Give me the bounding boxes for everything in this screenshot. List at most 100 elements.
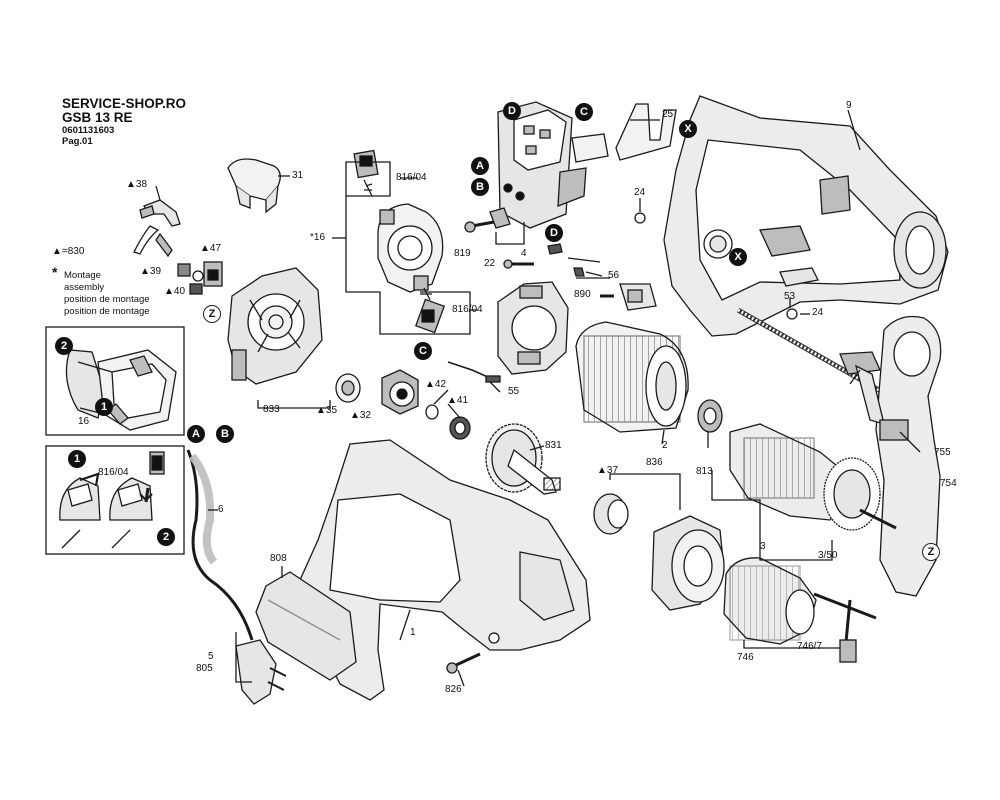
label-41: ▲41 bbox=[447, 395, 469, 406]
connector-z-right: Z bbox=[922, 543, 940, 561]
label-2: 2 bbox=[662, 440, 668, 451]
connector-x-top: X bbox=[679, 120, 697, 138]
cap-31 bbox=[227, 158, 281, 201]
label-32: ▲32 bbox=[350, 410, 372, 421]
connector-d-top: D bbox=[503, 102, 521, 120]
label-47: ▲47 bbox=[200, 243, 222, 254]
bearing-37 bbox=[593, 493, 629, 535]
connector-b-cord: B bbox=[216, 425, 234, 443]
fan-32 bbox=[381, 369, 419, 415]
montage-line: assembly bbox=[64, 282, 105, 293]
chuck-746 bbox=[723, 557, 817, 645]
label-35: ▲35 bbox=[316, 405, 338, 416]
label-37: ▲37 bbox=[597, 465, 619, 476]
label-836: 836 bbox=[646, 457, 663, 468]
page-number: Pag.01 bbox=[62, 136, 93, 147]
inset1-step-2: 2 bbox=[55, 337, 73, 355]
inset1-step-1: 1 bbox=[95, 398, 113, 416]
label-6: 6 bbox=[218, 504, 224, 515]
cord-and-plug bbox=[186, 449, 287, 705]
washer-42 bbox=[425, 404, 439, 420]
inset1-brush-plate bbox=[65, 349, 177, 431]
label-819: 819 bbox=[454, 248, 471, 259]
triangle-legend: ▲=830 bbox=[52, 246, 85, 257]
label-746-7: 746/7 bbox=[797, 641, 823, 652]
label-816-04-inset: 816/04 bbox=[98, 467, 129, 478]
label-24-top: 24 bbox=[634, 187, 646, 198]
spring-41 bbox=[449, 416, 471, 440]
model-name: GSB 13 RE bbox=[62, 110, 133, 125]
grip-808 bbox=[255, 571, 357, 681]
switch-assembly bbox=[497, 101, 609, 229]
montage-line: Montage bbox=[64, 270, 101, 281]
brush-holder-833 bbox=[227, 267, 323, 385]
label-24-bottom: 24 bbox=[812, 307, 824, 318]
montage-line: position de montage bbox=[64, 294, 150, 305]
part-39 bbox=[177, 263, 191, 277]
label-31: 31 bbox=[292, 170, 304, 181]
part-4 bbox=[489, 207, 511, 229]
connector-d-mid: D bbox=[545, 224, 563, 242]
shop-name: SERVICE-SHOP.RO bbox=[62, 96, 187, 111]
gear-housing-836 bbox=[651, 515, 725, 611]
label-805: 805 bbox=[196, 663, 213, 674]
label-808: 808 bbox=[270, 553, 287, 564]
chuck-key bbox=[813, 592, 877, 663]
label-833: 833 bbox=[263, 404, 280, 415]
inset2-brush-steps bbox=[59, 451, 165, 549]
label-16-inset: 16 bbox=[78, 416, 90, 427]
connector-x-mid: X bbox=[729, 248, 747, 266]
label-1: 1 bbox=[410, 627, 416, 638]
star-symbol: * bbox=[52, 264, 58, 280]
housing-9 bbox=[663, 95, 949, 337]
label-5: 5 bbox=[208, 651, 214, 662]
main-housing-1 bbox=[299, 439, 591, 701]
brush-plate-16 bbox=[377, 203, 444, 293]
label-813: 813 bbox=[696, 466, 713, 477]
part-40 bbox=[189, 283, 203, 295]
connector-c-top: C bbox=[575, 103, 593, 121]
inset2-step-2: 2 bbox=[157, 528, 175, 546]
label-816-04-mid: 816/04 bbox=[452, 304, 483, 315]
armature-3 bbox=[697, 399, 897, 531]
stator-2 bbox=[575, 321, 689, 433]
brush-holder-center bbox=[497, 281, 569, 375]
label-4: 4 bbox=[521, 248, 527, 259]
label-831: 831 bbox=[545, 440, 562, 451]
label-826: 826 bbox=[445, 684, 462, 695]
label-3-50: 3/50 bbox=[818, 550, 838, 561]
connector-a-top: A bbox=[471, 157, 489, 175]
part-25 bbox=[615, 103, 677, 161]
label-754: 754 bbox=[940, 478, 957, 489]
gear-831 bbox=[485, 423, 561, 495]
inset2-step-1: 1 bbox=[68, 450, 86, 468]
connector-c-mid: C bbox=[414, 342, 432, 360]
part-number: 0601131603 bbox=[62, 125, 115, 136]
label-746: 746 bbox=[737, 652, 754, 663]
label-38: ▲38 bbox=[126, 179, 148, 190]
label-890: 890 bbox=[574, 289, 591, 300]
label-22: 22 bbox=[484, 258, 496, 269]
label-816-04-top: 816/04 bbox=[396, 172, 427, 183]
connector-z-left: Z bbox=[203, 305, 221, 323]
label-3: 3 bbox=[760, 541, 766, 552]
label-40: ▲40 bbox=[164, 286, 186, 297]
label-755: 755 bbox=[934, 447, 951, 458]
label-56: 56 bbox=[608, 270, 620, 281]
label-55: 55 bbox=[508, 386, 520, 397]
label-42: ▲42 bbox=[425, 379, 447, 390]
connector-a-cord: A bbox=[187, 425, 205, 443]
montage-legend: Montage assembly position de montage pos… bbox=[64, 270, 150, 318]
carbon-brushes bbox=[353, 149, 446, 334]
switch-lever-38 bbox=[133, 199, 181, 258]
label-star-16: *16 bbox=[310, 232, 326, 243]
label-53: 53 bbox=[784, 291, 796, 302]
label-9: 9 bbox=[846, 100, 852, 111]
montage-line: position de montage bbox=[64, 306, 150, 317]
connector-b-top: B bbox=[471, 178, 489, 196]
label-25: 25 bbox=[662, 109, 674, 120]
aux-handle bbox=[839, 315, 942, 597]
label-39: ▲39 bbox=[140, 266, 162, 277]
